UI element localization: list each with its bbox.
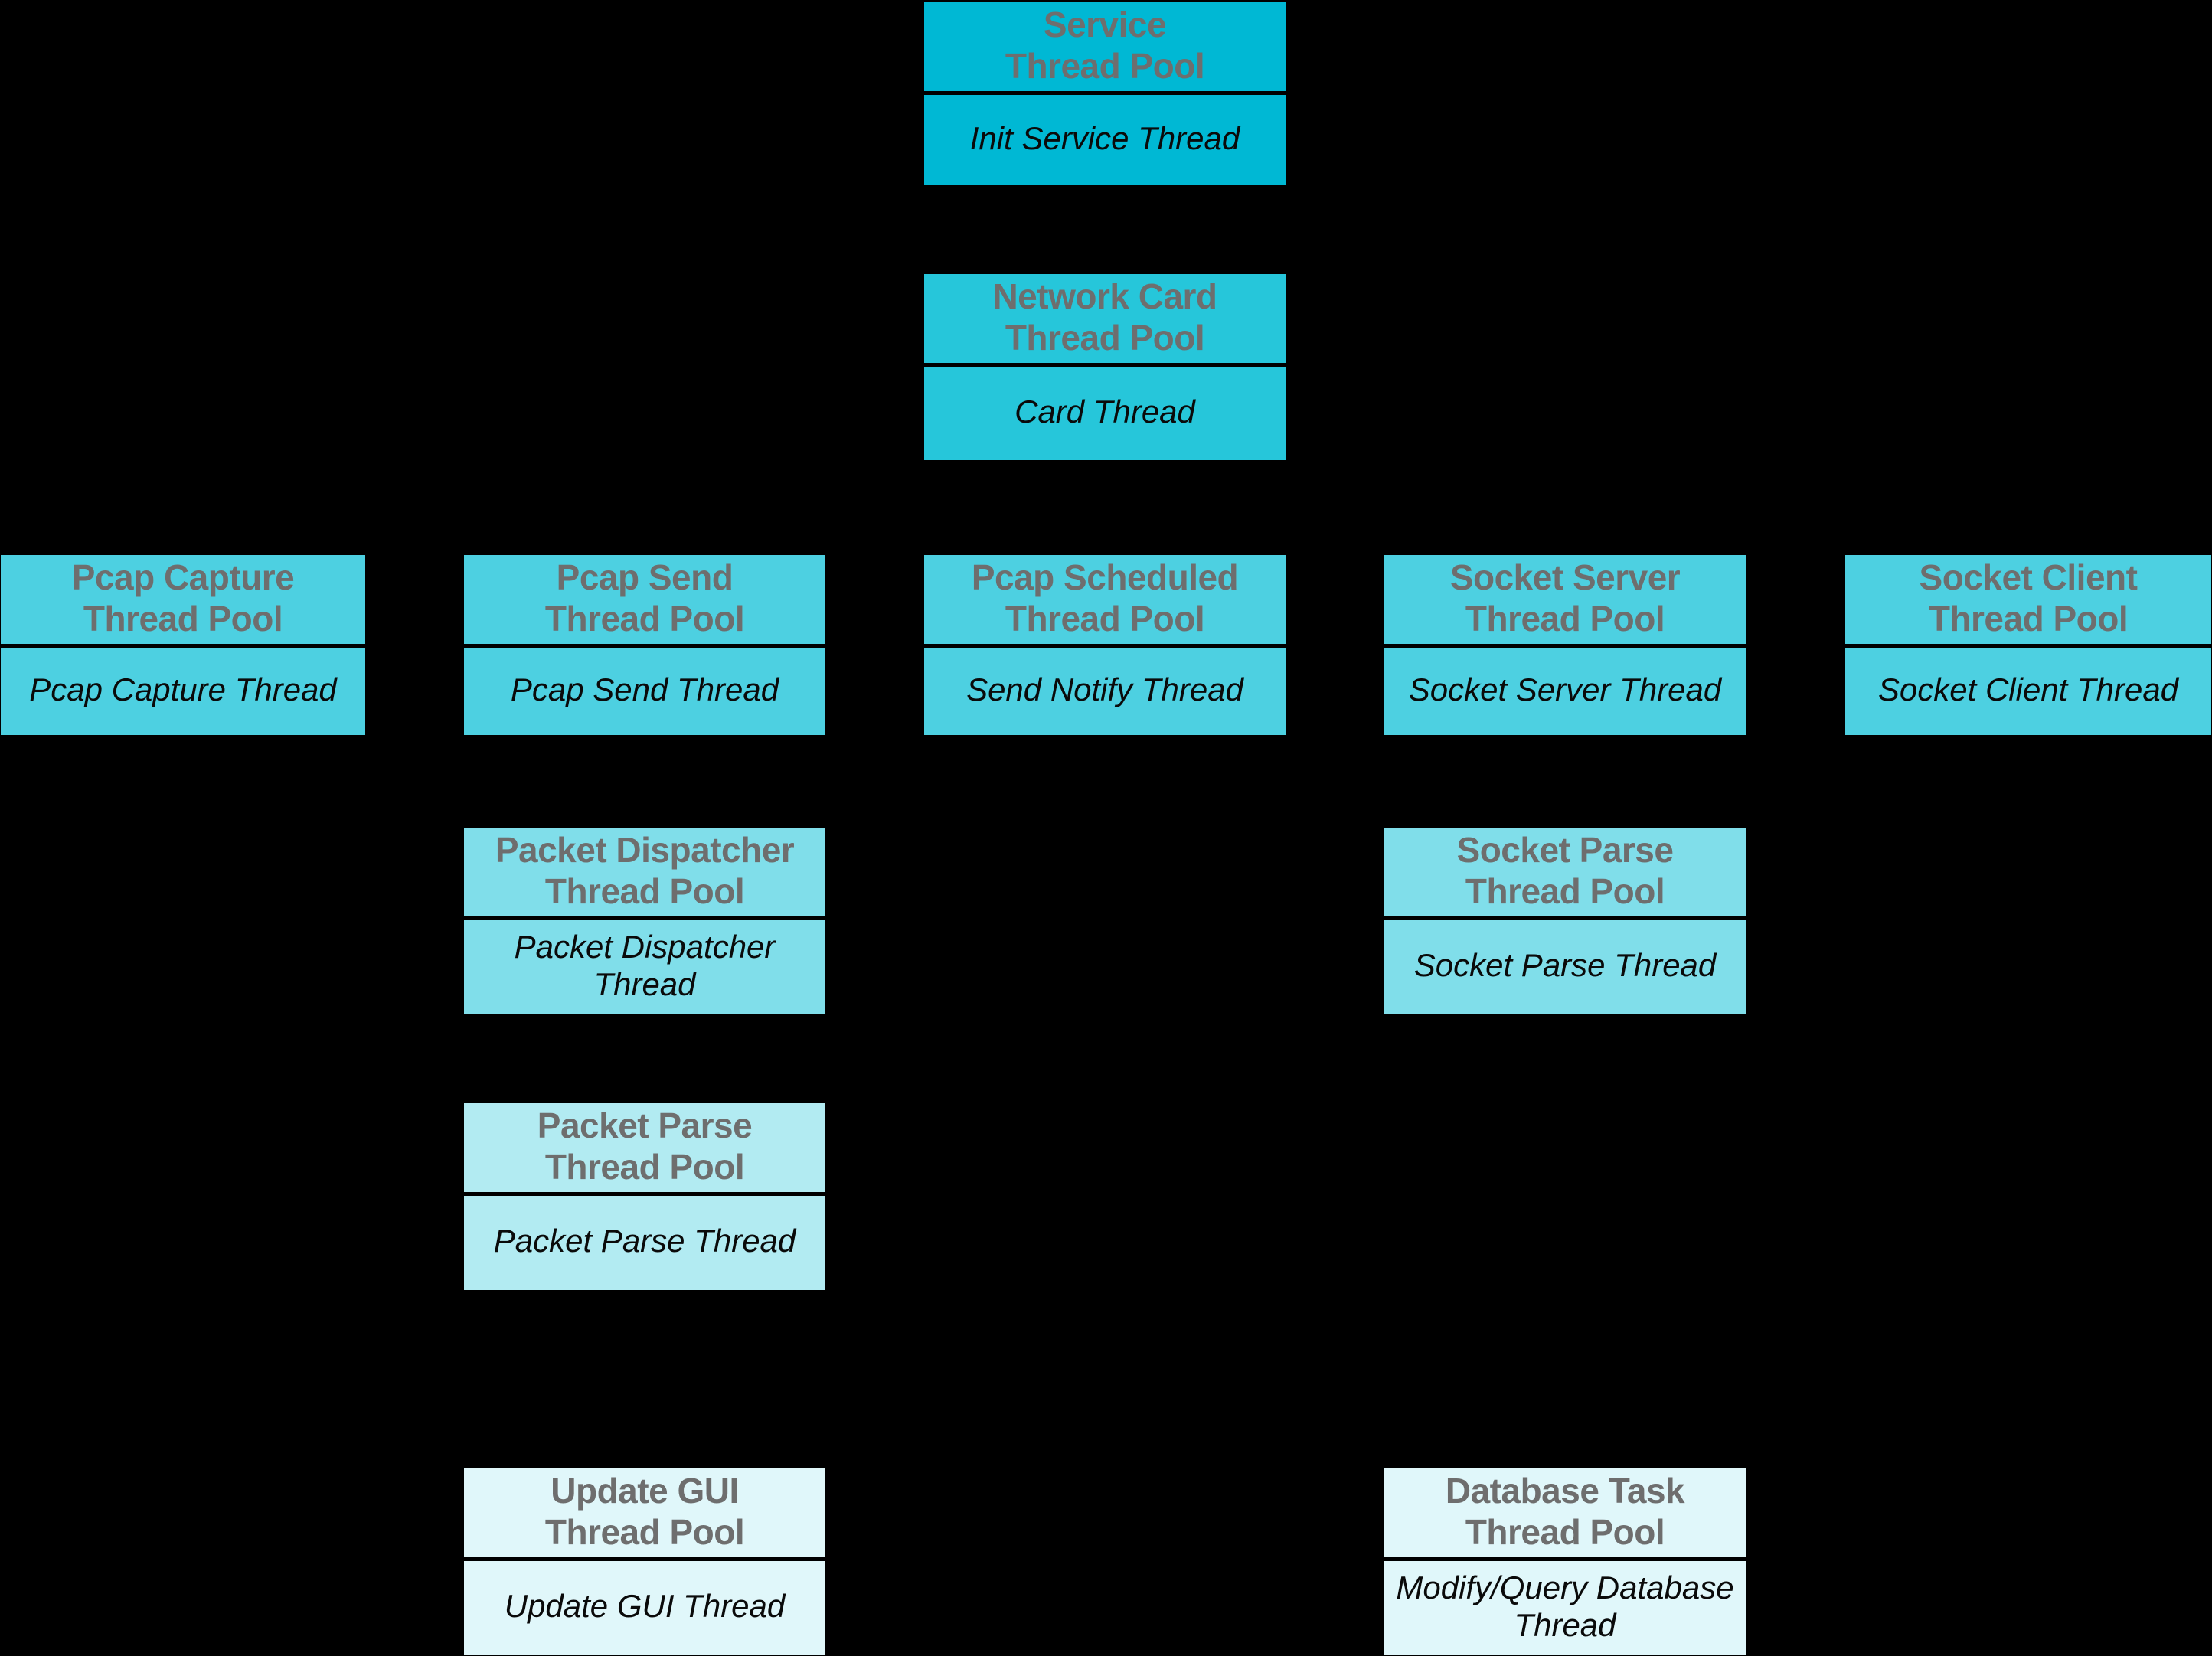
thread-name-label: Pcap Send Thread [510, 671, 779, 707]
thread-name-label: Modify/Query Database Thread [1396, 1569, 1734, 1643]
thread-pool-title: Database Task Thread Pool [1384, 1468, 1746, 1561]
thread-pool-title: Socket Parse Thread Pool [1384, 828, 1746, 920]
thread-pool-title: Service Thread Pool [924, 2, 1286, 95]
thread-pool-title: Update GUI Thread Pool [464, 1468, 825, 1561]
thread-name-label: Card Thread [1015, 393, 1195, 430]
thread-name-label: Pcap Capture Thread [29, 671, 337, 707]
thread-name-label: Send Notify Thread [966, 671, 1243, 707]
thread-name-label: Socket Client Thread [1877, 671, 2179, 707]
thread-pool-title: Socket Client Thread Pool [1845, 555, 2211, 648]
thread-pool-title: Packet Parse Thread Pool [464, 1103, 825, 1196]
thread-name-label: Socket Parse Thread [1413, 947, 1717, 984]
thread-name-label: Packet Parse Thread [493, 1223, 796, 1259]
thread-pool-title: Pcap Capture Thread Pool [1, 555, 365, 648]
thread-pool-title: Pcap Scheduled Thread Pool [924, 555, 1286, 648]
thread-pool-title: Socket Server Thread Pool [1384, 555, 1746, 648]
thread-pool-title: Pcap Send Thread Pool [464, 555, 825, 648]
thread-name-label: Update GUI Thread [504, 1588, 786, 1625]
thread-pool-title: Packet Dispatcher Thread Pool [464, 828, 825, 920]
thread-name-label: Init Service Thread [969, 119, 1240, 156]
thread-name-label: Socket Server Thread [1408, 671, 1722, 707]
thread-pool-title: Network Card Thread Pool [924, 274, 1286, 367]
thread-name-label: Packet Dispatcher Thread [514, 928, 776, 1002]
